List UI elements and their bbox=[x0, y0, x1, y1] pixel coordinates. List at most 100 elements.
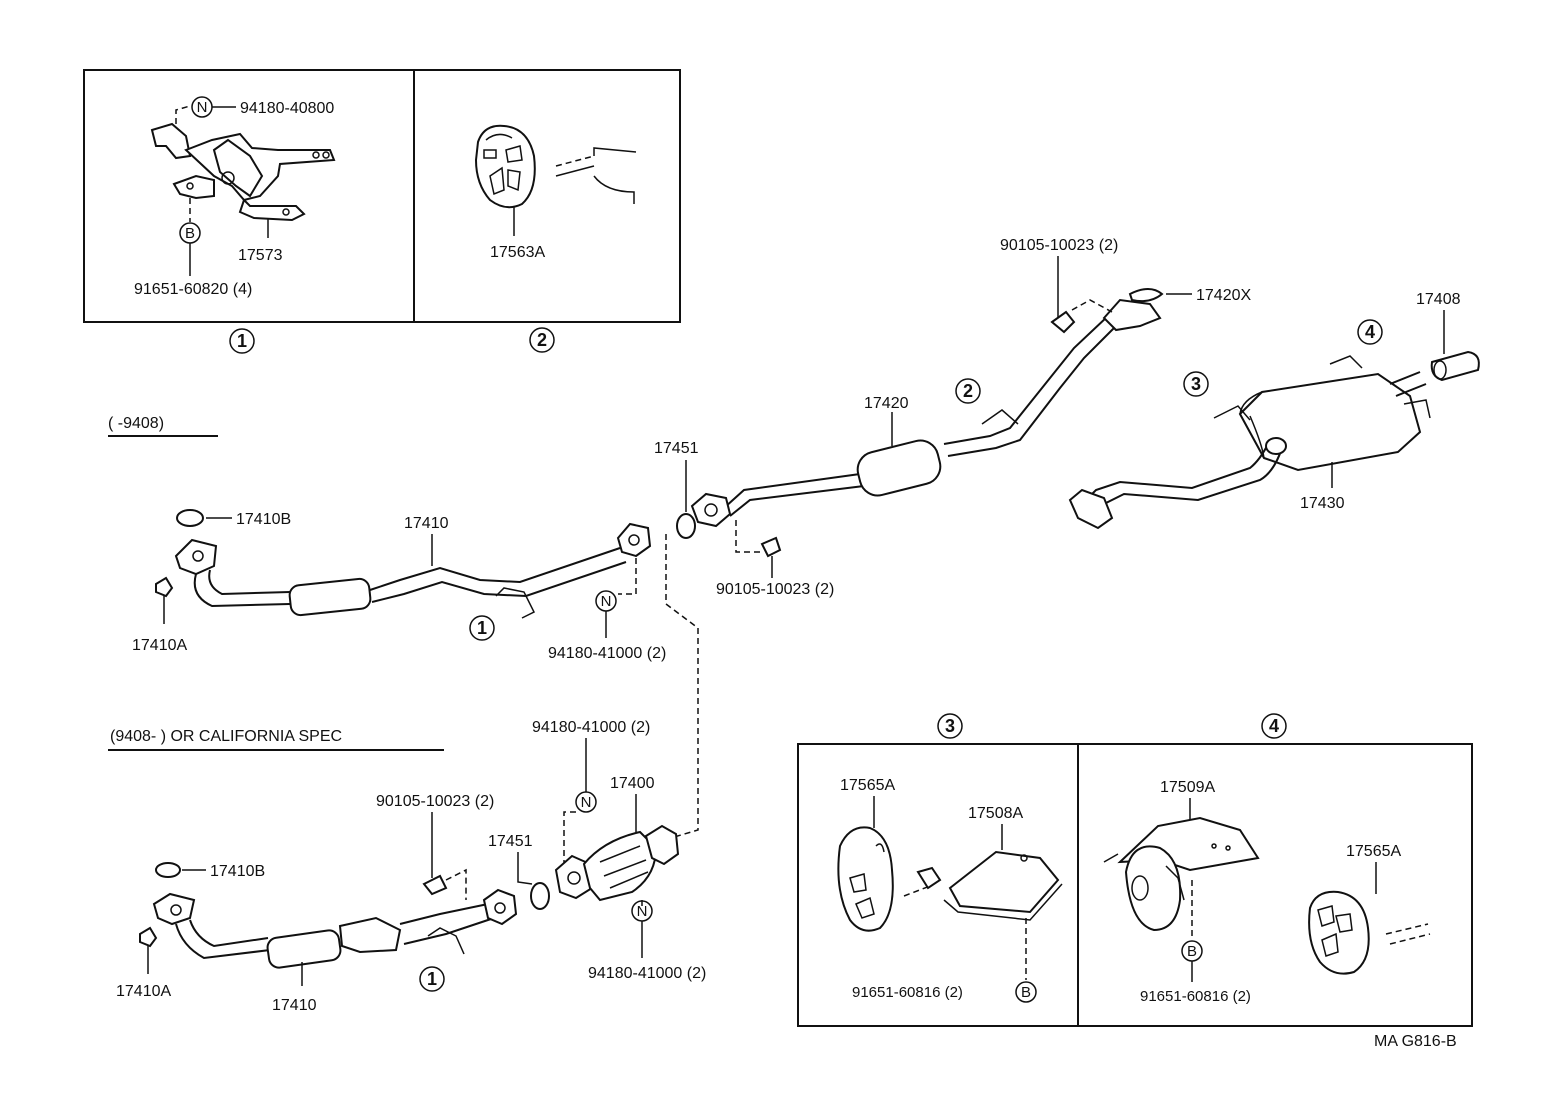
insulator-17508A-drawing bbox=[943, 850, 1063, 921]
nut-n-top: N bbox=[581, 794, 592, 811]
callout-1-early: 1 bbox=[477, 618, 487, 638]
part-91651-60816-p3: 91651-60816 (2) bbox=[852, 984, 963, 1001]
callout-3-main: 3 bbox=[1191, 374, 1201, 394]
bolt-b-p3: B bbox=[1021, 984, 1031, 1001]
converter-17400-drawing bbox=[554, 824, 680, 902]
nut-dash bbox=[618, 558, 637, 595]
part-17420X: 17420X bbox=[1196, 287, 1251, 304]
bolt-dash bbox=[1071, 299, 1113, 313]
panels-3-4-frame bbox=[797, 743, 1473, 1027]
bolt-dash bbox=[445, 868, 467, 900]
hanger-17565A-p3-drawing bbox=[837, 826, 894, 932]
part-17430: 17430 bbox=[1300, 495, 1345, 512]
part-94180-41000-top: 94180-41000 (2) bbox=[532, 719, 650, 736]
nut-n-top-circle bbox=[575, 791, 597, 813]
bolt-b-p3-circle bbox=[1015, 981, 1037, 1003]
rod-dash bbox=[903, 885, 931, 897]
callout-2: 2 bbox=[537, 330, 547, 350]
callout-4-circle bbox=[1261, 713, 1287, 739]
callout-1-late-circle bbox=[419, 966, 445, 992]
body-edge bbox=[593, 147, 637, 156]
front-pipe-early-drawing bbox=[174, 522, 652, 619]
bolt-mid-drawing bbox=[760, 536, 782, 558]
heading-late: (9408- ) OR CALIFORNIA SPEC bbox=[110, 728, 342, 745]
rod-dash bbox=[1385, 923, 1429, 935]
nut-n-letter: N bbox=[197, 99, 208, 116]
panels-1-2-frame bbox=[83, 69, 681, 323]
gasket-17410B-late bbox=[155, 862, 181, 878]
diagram-code: MA G816-B bbox=[1374, 1033, 1457, 1050]
part-17508A: 17508A bbox=[968, 805, 1023, 822]
callout-2-circle bbox=[529, 327, 555, 353]
hanger-17563A-drawing bbox=[474, 124, 536, 209]
leader bbox=[517, 852, 533, 885]
heading-early: ( -9408) bbox=[108, 415, 164, 432]
callout-4-main: 4 bbox=[1365, 322, 1375, 342]
callout-2-main-circle bbox=[955, 378, 981, 404]
bolt-dash bbox=[735, 520, 762, 553]
part-17420: 17420 bbox=[864, 395, 909, 412]
callout-1-late: 1 bbox=[427, 969, 437, 989]
callout-4-main-circle bbox=[1357, 319, 1383, 345]
bracket-17573-drawing bbox=[150, 122, 336, 222]
part-17573: 17573 bbox=[238, 247, 283, 264]
part-90105-10023-late: 90105-10023 (2) bbox=[376, 793, 494, 810]
hanger-17565A-p4-drawing bbox=[1308, 890, 1370, 975]
part-17565A-p4: 17565A bbox=[1346, 843, 1401, 860]
part-91651-60820: 91651-60820 (4) bbox=[134, 281, 252, 298]
bolt-top-drawing bbox=[1050, 310, 1076, 334]
part-17563A: 17563A bbox=[490, 244, 545, 261]
bolt-b-p4: B bbox=[1187, 943, 1197, 960]
gasket-17451-drawing bbox=[676, 513, 696, 539]
callout-3: 3 bbox=[945, 716, 955, 736]
front-pipe-late-drawing bbox=[152, 888, 518, 969]
bracket-17509A-drawing bbox=[1103, 816, 1260, 932]
center-pipe-17420-drawing bbox=[690, 298, 1162, 528]
callout-3-main-circle bbox=[1183, 371, 1209, 397]
nut-leader-dash bbox=[175, 105, 191, 124]
part-17410B-early: 17410B bbox=[236, 511, 291, 528]
connection-dash bbox=[663, 534, 699, 841]
callout-2-main: 2 bbox=[963, 381, 973, 401]
part-17509A: 17509A bbox=[1160, 779, 1215, 796]
part-90105-10023-mid: 90105-10023 (2) bbox=[716, 581, 834, 598]
part-17410A-late: 17410A bbox=[116, 983, 171, 1000]
callout-3-circle bbox=[937, 713, 963, 739]
body-edge bbox=[593, 175, 635, 204]
part-94180-40800: 94180-40800 bbox=[240, 100, 334, 117]
muffler-17430-drawing bbox=[1068, 355, 1431, 530]
part-17410-early: 17410 bbox=[404, 515, 449, 532]
rod-dash bbox=[555, 155, 595, 167]
rod bbox=[555, 165, 595, 177]
callout-1-circle bbox=[229, 328, 255, 354]
part-17410B-late: 17410B bbox=[210, 863, 265, 880]
stud-drawing bbox=[916, 866, 942, 890]
part-94180-41000-bottom: 94180-41000 (2) bbox=[588, 965, 706, 982]
part-17408: 17408 bbox=[1416, 291, 1461, 308]
nut-dash bbox=[563, 811, 576, 864]
part-91651-60816-p4: 91651-60816 (2) bbox=[1140, 988, 1251, 1005]
tail-tip-17408-drawing bbox=[1430, 350, 1480, 382]
part-17451-late: 17451 bbox=[488, 833, 533, 850]
nut-17410A-early bbox=[155, 576, 174, 598]
callout-1: 1 bbox=[237, 331, 247, 351]
rod-dash bbox=[1389, 933, 1431, 945]
part-17565A-p3: 17565A bbox=[840, 777, 895, 794]
nut-17410A-late bbox=[139, 926, 158, 948]
nut-n-mid: N bbox=[601, 593, 612, 610]
gasket-17420X-drawing bbox=[1128, 288, 1164, 303]
gasket-17410B-early bbox=[176, 509, 204, 527]
gasket-17451-late bbox=[530, 882, 550, 910]
part-90105-10023-top: 90105-10023 (2) bbox=[1000, 237, 1118, 254]
callout-4: 4 bbox=[1269, 716, 1279, 736]
part-17410-late: 17410 bbox=[272, 997, 317, 1014]
nut-n-bottom: N bbox=[637, 903, 648, 920]
part-17410A-early: 17410A bbox=[132, 637, 187, 654]
callout-1-early-circle bbox=[469, 615, 495, 641]
part-17400: 17400 bbox=[610, 775, 655, 792]
part-17451-top: 17451 bbox=[654, 440, 699, 457]
bolt-b-letter: B bbox=[185, 225, 195, 242]
part-94180-41000-mid: 94180-41000 (2) bbox=[548, 645, 666, 662]
bolt-late-drawing bbox=[422, 874, 448, 896]
